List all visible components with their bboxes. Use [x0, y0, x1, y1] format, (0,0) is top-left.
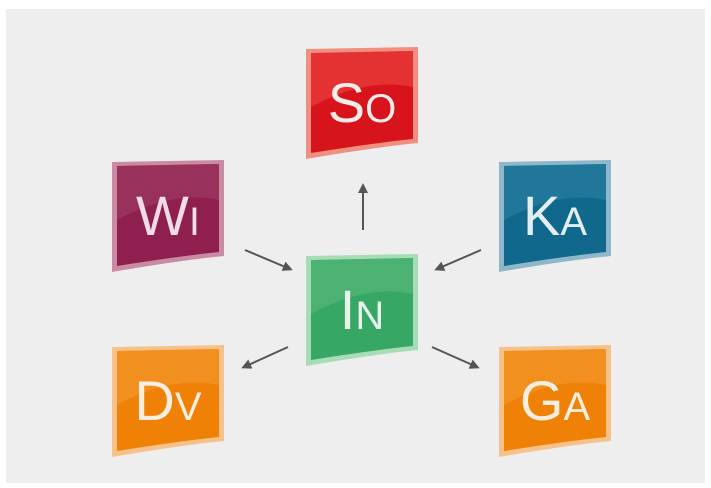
tile-ka-label: KA	[522, 184, 588, 247]
tile-ga-shape	[499, 345, 611, 457]
tile-ga-label: GA	[519, 369, 591, 432]
tile-wi-shape	[112, 160, 224, 272]
tile-ga: GA	[499, 345, 611, 457]
tile-dv-shape	[112, 345, 224, 457]
tile-dv-label: DV	[134, 369, 202, 432]
tile-ka: KA	[499, 160, 611, 272]
tile-so-label: SO	[327, 71, 397, 134]
tile-wi: WI	[112, 160, 224, 272]
tile-in-label: IN	[339, 278, 385, 341]
tile-wi-label: WI	[136, 184, 200, 247]
tile-so: SO	[306, 47, 418, 159]
tile-ka-shape	[499, 160, 611, 272]
tile-in: IN	[306, 254, 418, 366]
tile-dv: DV	[112, 345, 224, 457]
tile-in-shape	[306, 254, 418, 366]
tile-so-shape	[306, 47, 418, 159]
